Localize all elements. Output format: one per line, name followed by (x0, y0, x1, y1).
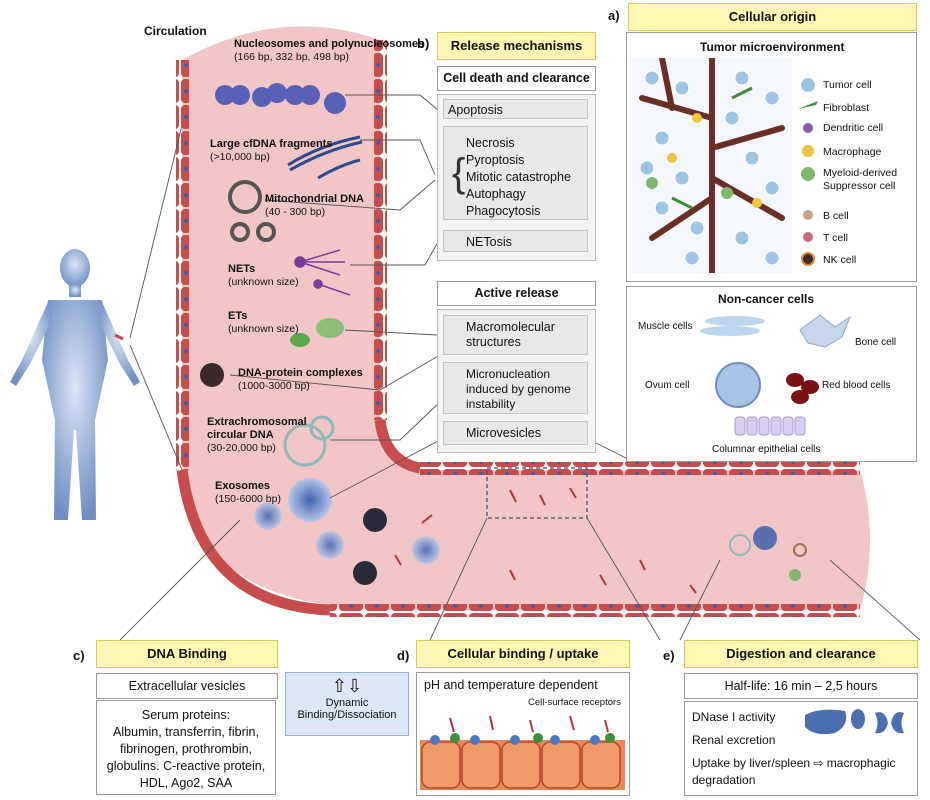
vessel-item-nets: NETs(unknown size) (228, 263, 299, 288)
kidney-icon (875, 712, 888, 734)
dynamic-binding-box: ⇧⇩ Dynamic Binding/Dissociation (285, 672, 409, 736)
vessel-item-large-cfdna: Large cfDNA fragments(>10,000 bp) (210, 138, 333, 163)
active-item-microvesicles: Microvesicles (443, 421, 588, 445)
label-red-blood-cells: Red blood cells (822, 380, 891, 391)
noncancer-illustration (700, 314, 852, 436)
label-ovum-cell: Ovum cell (645, 380, 690, 391)
necrosis-item: Pyroptosis (466, 153, 525, 167)
vessel-lumen (182, 26, 870, 610)
liver-icon (805, 709, 847, 735)
active-release-header: Active release (437, 281, 596, 306)
legend-nk-cell: NK cell (823, 254, 857, 266)
vessel-item-exosomes: Exosomes(150-6000 bp) (215, 480, 281, 505)
kidney-icon (891, 712, 904, 734)
legend-fibroblast: Fibroblast (823, 102, 870, 114)
organs-illustration (805, 709, 904, 735)
zoom-box (486, 467, 588, 519)
mitochondrial-dna-rings (228, 180, 276, 242)
panel-c-letter: c) (73, 648, 85, 663)
dnase-label: DNase I activity (692, 710, 776, 724)
half-life-box: Half-life: 16 min – 2,5 hours (684, 673, 918, 699)
ets-illustration (290, 318, 344, 347)
circulation-label: Circulation (144, 24, 207, 38)
necrosis-item: Phagocytosis (466, 204, 541, 218)
panel-a-letter: a) (608, 8, 620, 23)
cell-death-header: Cell death and clearance (437, 66, 596, 91)
panel-e-letter: e) (663, 648, 675, 663)
legend-tumor-cell: Tumor cell (823, 79, 872, 91)
human-figure (10, 249, 140, 520)
vessel-item-ets: ETs(unknown size) (228, 310, 299, 335)
necrosis-group-box: Necrosis Pyroptosis Mitotic catastrophe … (443, 126, 588, 220)
panel-e-title: Digestion and clearance (684, 640, 918, 668)
eccdna-rings (283, 415, 335, 467)
netosis-box: NETosis (443, 230, 588, 252)
renal-label: Renal excretion (692, 733, 776, 747)
panel-d-letter: d) (397, 648, 410, 663)
dna-clusters (353, 508, 387, 585)
panel-a-title: Cellular origin (628, 3, 917, 31)
active-item-micronucleation: Micronucleation induced by genome instab… (443, 362, 588, 414)
vessel-item-dna-protein: DNA-protein complexes(1000-3000 bp) (238, 367, 363, 392)
connector-lines (119, 94, 921, 641)
legend-dendritic-cell: Dendritic cell (823, 122, 884, 134)
extracellular-vesicles-box: Extracellular vesicles (96, 673, 278, 699)
active-item-macromolecular: Macromolecular structures (443, 315, 588, 355)
necrosis-item: Autophagy (466, 187, 526, 201)
panel-b-title: Release mechanisms (437, 32, 596, 60)
uptake-label-line1: Uptake by liver/spleen ⇨ macrophagic (692, 756, 896, 770)
up-down-arrows-icon: ⇧⇩ (331, 676, 363, 696)
label-muscle-cells: Muscle cells (638, 321, 693, 332)
spleen-icon (851, 709, 865, 729)
panel-b-letter: b) (417, 36, 430, 51)
nucleosome-clusters (215, 83, 346, 114)
label-bone-cell: Bone cell (855, 337, 897, 348)
necrosis-item: Necrosis (466, 136, 515, 150)
apoptosis-box: Apoptosis (443, 99, 588, 119)
dna-protein-complex (200, 363, 224, 387)
label-columnar-epithelial: Columnar epithelial cells (712, 444, 821, 455)
brace-icon: { (452, 151, 466, 195)
tme-legend-icons (798, 78, 818, 266)
vessel-item-mitochondrial: Mitochondrial DNA(40 - 300 bp) (265, 193, 364, 218)
legend-t-cell: T cell (823, 232, 848, 244)
digestion-cluster (729, 526, 807, 581)
dna-fragments (394, 487, 697, 594)
legend-mdsc-line2: Suppressor cell (823, 180, 896, 192)
uptake-label-line2: degradation (692, 773, 756, 787)
legend-b-cell: B cell (823, 210, 849, 222)
panel-d-title: Cellular binding / uptake (416, 640, 630, 668)
cell-surface-receptors-label: Cell-surface receptors (528, 697, 621, 708)
large-cfdna-strands (287, 135, 363, 180)
legend-macrophage: Macrophage (823, 146, 882, 158)
tme-illustration (632, 58, 792, 273)
tme-title: Tumor microenvironment (700, 40, 845, 54)
necrosis-item: Mitotic catastrophe (466, 170, 571, 184)
legend-mdsc-line1: Myeloid-derived (823, 167, 898, 179)
ph-temperature-label: pH and temperature dependent (424, 678, 598, 692)
panel-c-title: DNA Binding (96, 640, 278, 668)
serum-proteins-box: Serum proteins: Albumin, transferrin, fi… (96, 700, 276, 795)
exosomes (254, 478, 440, 564)
noncancer-title: Non-cancer cells (718, 292, 815, 306)
nets-illustration (294, 249, 351, 296)
cell-surface-illustration (420, 715, 625, 790)
vessel-item-nucleosomes: Nucleosomes and polynucleosomes(166 bp, … (234, 38, 425, 63)
